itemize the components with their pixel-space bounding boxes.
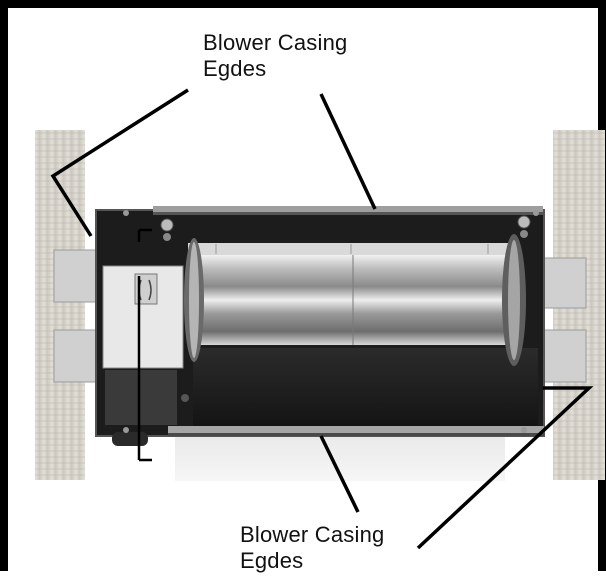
callout-top-line2: Egdes xyxy=(203,56,267,81)
mounting-bracket-right-bottom xyxy=(541,329,587,383)
callout-label-top: Blower Casing Egdes xyxy=(203,30,347,82)
callout-top-line1: Blower Casing xyxy=(203,30,348,55)
callout-label-bottom: Blower Casing Egdes xyxy=(240,522,384,574)
condensate-drain xyxy=(112,432,148,446)
wiring-terminals xyxy=(134,273,158,305)
callout-leader-top xyxy=(50,88,377,237)
callout-bottom-line1: Blower Casing xyxy=(240,522,385,547)
mounting-bracket-left-top xyxy=(53,249,97,303)
mounting-bracket-right-top xyxy=(541,257,587,309)
control-box-bracket xyxy=(137,228,152,462)
left-joist xyxy=(35,130,85,480)
mounting-bracket-left-bottom xyxy=(53,329,97,383)
blower-wheel xyxy=(184,234,526,366)
callout-leader-bottom xyxy=(319,386,594,550)
casing-bolts xyxy=(123,210,539,433)
blower-diagram xyxy=(35,88,605,550)
callout-bottom-line2: Egdes xyxy=(240,548,304,573)
